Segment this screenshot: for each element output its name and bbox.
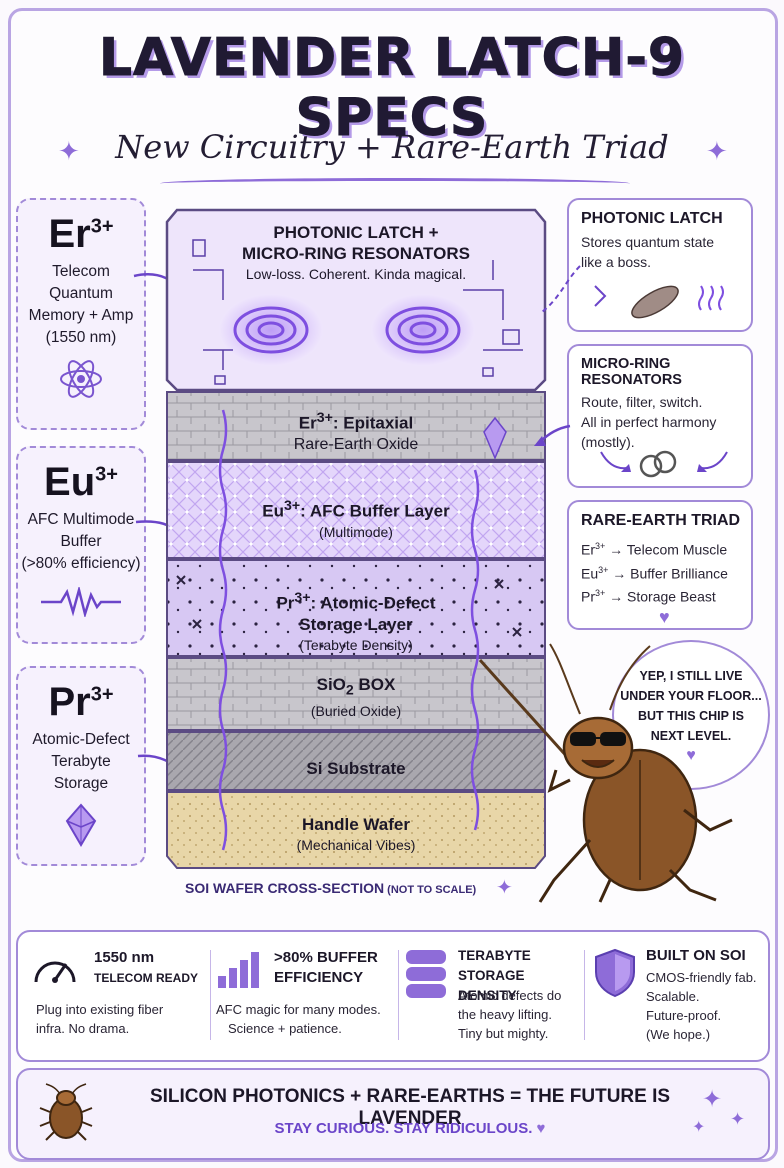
footer-tagline: STAY CURIOUS. STAY RIDICULOUS. ♥ — [274, 1120, 546, 1137]
sparkle-icon: ✦ — [702, 1086, 723, 1113]
heart-icon: ♥ — [536, 1120, 546, 1137]
sparkle-icon: ✦ — [730, 1109, 746, 1129]
divider — [584, 950, 585, 1040]
layer-label-photonic: PHOTONIC LATCH + MICRO-RING RESONATORS L… — [242, 223, 470, 282]
ion-symbol: Pr3+ — [48, 680, 114, 724]
ion-symbol: Er3+ — [48, 212, 114, 256]
heart-icon: ♥ — [659, 606, 670, 627]
shield-icon — [595, 948, 635, 998]
layer-label-pr: Pr3+: Atomic-Defect Storage Layer (Terab… — [276, 590, 436, 653]
rings-icon — [600, 450, 728, 478]
layer-label-eu: Eu3+: AFC Buffer Layer (Multimode) — [262, 498, 450, 540]
footer-headline: SILICON PHOTONICS + RARE-EARTHS = THE FU… — [149, 1086, 671, 1129]
layer-label-box: SiO2 BOX (Buried Oxide) — [310, 675, 402, 720]
card-micro-rings: MICRO-RING RESONATORS Route, filter, swi… — [567, 344, 753, 488]
layer-label-handle: Handle Wafer (Mechanical Vibes) — [296, 815, 416, 853]
crystal-icon — [65, 803, 97, 847]
sandal-icon — [594, 285, 724, 319]
sparkle-icon: ✦ — [58, 136, 80, 166]
crystal-icon — [483, 416, 507, 460]
gauge-icon — [34, 961, 76, 983]
feature-soi: BUILT ON SOI CMOS-friendly fab.Scalable.… — [594, 944, 762, 1048]
ion-symbol: Eu3+ — [44, 460, 118, 504]
sparkle-icon: ✦ — [496, 877, 513, 899]
heart-icon: ♥ — [686, 747, 696, 764]
page-title: LAVENDER LATCH-9 SPECS — [98, 28, 686, 149]
page-subtitle: New Circuitry + Rare-Earth Triad — [115, 128, 669, 166]
chip-stack: PHOTONIC LATCH + MICRO-RING RESONATORS L… — [163, 200, 549, 872]
cockroach-mascot-illustration — [478, 643, 733, 903]
chip-layers-illustration — [165, 208, 547, 869]
arrow-latch — [541, 265, 581, 313]
bar-chart-icon — [218, 952, 259, 988]
sparkle-icon: ✦ — [706, 136, 728, 166]
arrow-rings — [534, 424, 571, 446]
cockroach-icon — [39, 1083, 93, 1141]
waveform-icon — [41, 585, 121, 619]
triad-row: Er3+ → Telecom Muscle — [581, 541, 728, 558]
triad-row: Eu3+ → Buffer Brilliance — [581, 564, 728, 582]
footer-banner: SILICON PHOTONICS + RARE-EARTHS = THE FU… — [16, 1068, 770, 1160]
sparkle-icon: ✦ — [692, 1119, 706, 1136]
database-icon — [406, 950, 446, 998]
divider — [210, 950, 211, 1040]
triad-row: Pr3+ → Storage Beast — [581, 588, 716, 605]
subtitle-underline — [160, 178, 630, 189]
divider — [398, 950, 399, 1040]
atom-icon — [60, 360, 102, 398]
layer-label-er: Er3+: Epitaxial Rare-Earth Oxide — [293, 410, 419, 453]
card-rare-earth-triad: RARE-EARTH TRIAD Er3+ → Telecom Muscle E… — [567, 500, 753, 630]
cross-section-caption: SOI WAFER CROSS-SECTION (NOT TO SCALE) — [185, 880, 477, 896]
layer-label-si: Si Substrate — [306, 759, 406, 778]
